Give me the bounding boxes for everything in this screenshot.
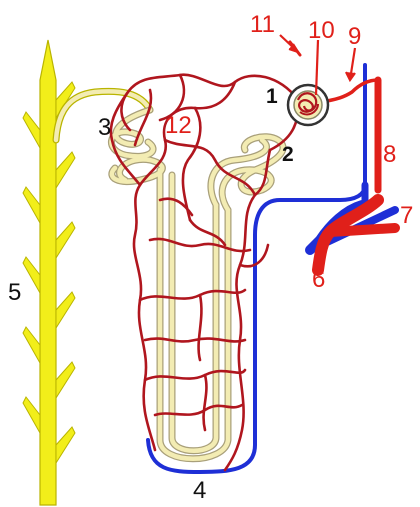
label-5: 5 bbox=[8, 279, 21, 306]
glomerulus bbox=[288, 85, 328, 125]
label-2: 2 bbox=[282, 143, 294, 166]
label-6: 6 bbox=[312, 266, 325, 293]
label-8: 8 bbox=[383, 141, 396, 168]
label-3: 3 bbox=[98, 114, 111, 141]
label-7: 7 bbox=[400, 202, 413, 229]
renal-artery bbox=[290, 42, 395, 270]
label-4: 4 bbox=[193, 477, 206, 504]
label-1: 1 bbox=[266, 85, 278, 108]
label-9: 9 bbox=[348, 23, 361, 50]
label-11: 11 bbox=[250, 11, 275, 38]
renal-tubule bbox=[111, 110, 283, 459]
collecting-duct bbox=[23, 40, 150, 505]
label-12: 12 bbox=[165, 112, 192, 139]
label-10: 10 bbox=[308, 17, 335, 44]
